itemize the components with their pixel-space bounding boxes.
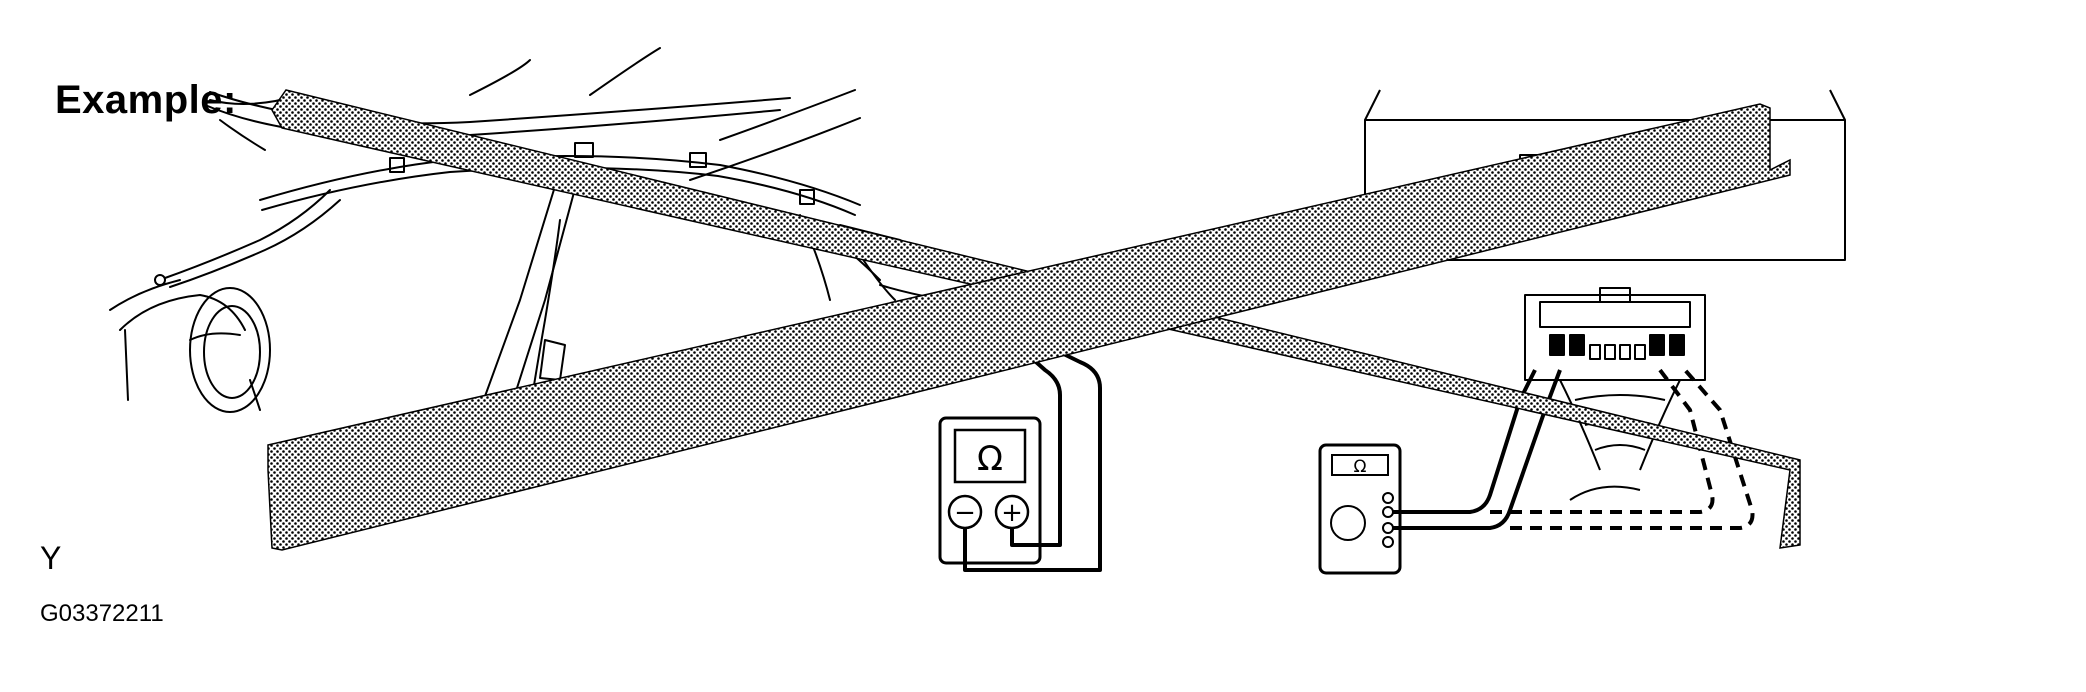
svg-text:−: − (954, 498, 976, 528)
svg-text:+: + (1001, 498, 1023, 528)
ohm-symbol-right: Ω (1354, 457, 1367, 477)
ohm-symbol-left: Ω (977, 439, 1003, 479)
example-heading: Example: (55, 78, 237, 122)
figure-code: G03372211 (40, 600, 164, 627)
test-leads-left (963, 316, 1102, 572)
cross-bar-descending (271, 89, 1801, 549)
test-leads-right (1393, 369, 1562, 530)
multimeter-left: Ω − + (938, 416, 1042, 565)
test-leads-right-alternate (1490, 368, 1755, 530)
multimeter-right: Ω (1318, 443, 1402, 575)
incorrect-method-cross (267, 89, 1801, 551)
cross-bar-ascending (267, 103, 1791, 551)
meter-dial (1330, 505, 1366, 541)
side-mark: Y (40, 540, 62, 576)
